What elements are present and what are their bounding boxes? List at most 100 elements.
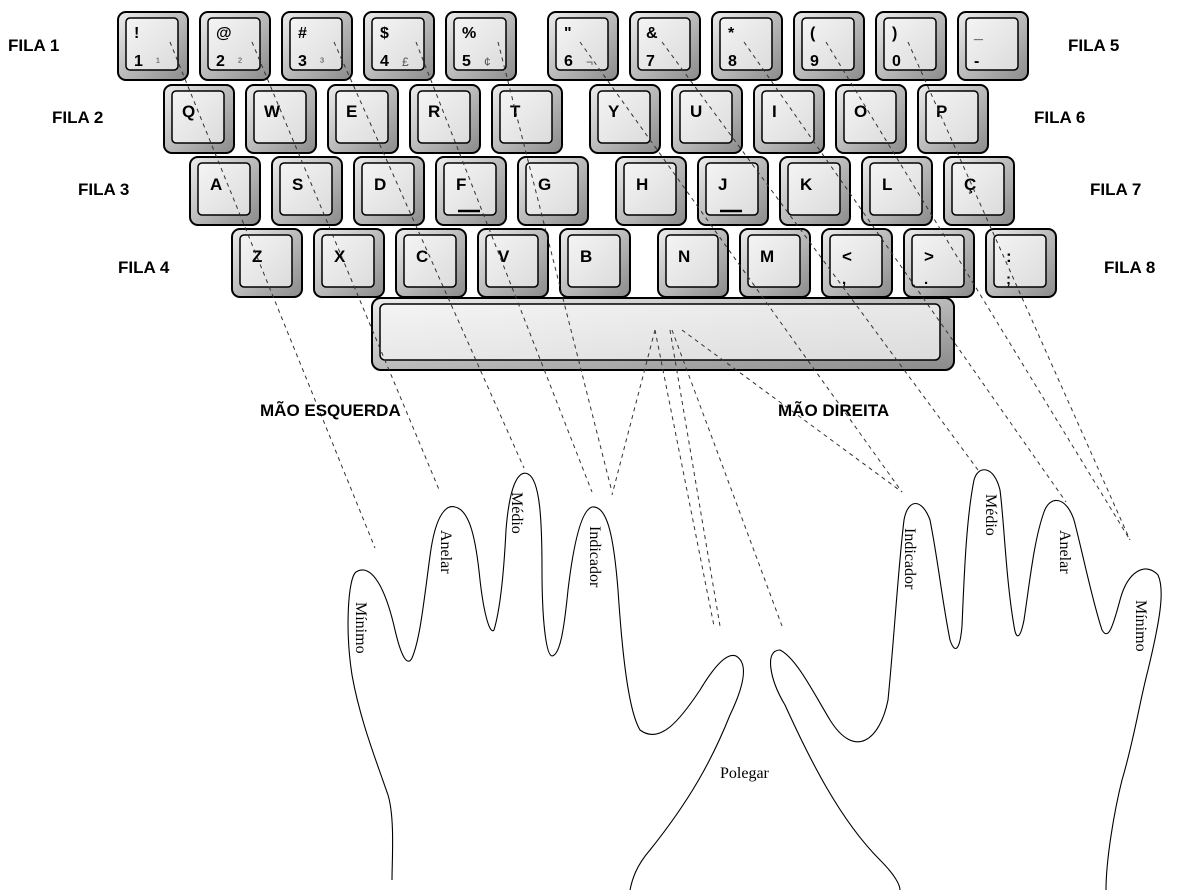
key-char: F <box>456 175 466 194</box>
finger-label-left-indicador: Indicador <box>586 526 603 588</box>
finger-guide-lines <box>169 41 1131 627</box>
guide-line-2 <box>251 41 441 493</box>
key-char: U <box>690 102 702 121</box>
key-extra-char: ³ <box>320 55 324 69</box>
key-char: G <box>538 175 551 194</box>
key-top-char: @ <box>216 25 232 42</box>
key-top-char: ( <box>810 25 816 42</box>
finger-label-right-indicador: Indicador <box>901 528 918 590</box>
key-extra-char: £ <box>402 55 409 69</box>
key-row2-10: P <box>917 84 989 154</box>
key-char: V <box>498 247 510 266</box>
key-row2-5: T <box>491 84 563 154</box>
key-char: X <box>334 247 346 266</box>
guide-line-13 <box>669 329 721 627</box>
key-row4-2: X <box>313 228 385 298</box>
row-label-4: FILA 4 <box>118 258 170 277</box>
key-sub-char: ; <box>1006 271 1011 288</box>
key-row2-2: W <box>245 84 317 154</box>
key-char: H <box>636 175 648 194</box>
key-row3-2: S <box>271 156 343 226</box>
key-sub-char: . <box>924 271 928 288</box>
key-row1-5: %5¢ <box>445 11 517 81</box>
key-top-char: & <box>646 25 658 42</box>
key-bottom-char: 3 <box>298 53 307 70</box>
key-char: P <box>936 102 947 121</box>
key-top-char: $ <box>380 25 389 42</box>
key-row3-3: D <box>353 156 425 226</box>
key-bottom-char: - <box>974 53 979 70</box>
key-top-char: _ <box>973 25 984 42</box>
finger-label-right-medio: Médio <box>982 494 999 536</box>
key-row4-4: V <box>477 228 549 298</box>
key-row3-5: G <box>517 156 589 226</box>
guide-line-5 <box>497 41 613 493</box>
key-char: N <box>678 247 690 266</box>
key-top-char: " <box>564 25 572 42</box>
key-row1-8: *8 <box>711 11 783 81</box>
row-label-7: FILA 7 <box>1090 180 1141 199</box>
key-bottom-char: 8 <box>728 53 737 70</box>
right-hand-label: MÃO DIREITA <box>778 400 889 420</box>
key-top-char: ! <box>134 25 139 42</box>
key-top-char: # <box>298 25 307 42</box>
right-hand <box>770 469 1162 891</box>
guide-line-12 <box>654 329 715 627</box>
key-top-char: ) <box>892 25 897 42</box>
guide-line-1 <box>169 41 376 549</box>
key-row1-9: (9 <box>793 11 865 81</box>
finger-label-left-medio: Médio <box>508 492 525 534</box>
finger-label-left-anelar: Anelar <box>437 530 454 574</box>
key-row4-7: M <box>739 228 811 298</box>
key-row4-1: Z <box>231 228 303 298</box>
key-row1-4: $4£ <box>363 11 435 81</box>
guide-line-10 <box>907 41 1131 541</box>
key-char: L <box>882 175 892 194</box>
key-char: E <box>346 102 357 121</box>
key-char: Q <box>182 102 195 121</box>
key-char: : <box>1006 247 1012 266</box>
key-row2-4: R <box>409 84 481 154</box>
key-char: B <box>580 247 592 266</box>
key-char: S <box>292 175 303 194</box>
key-bottom-char: 1 <box>134 53 143 70</box>
key-bottom-char: 6 <box>564 53 573 70</box>
key-row3-4: F <box>435 156 507 226</box>
key-row4-3: C <box>395 228 467 298</box>
key-row3-8: K <box>779 156 851 226</box>
key-extra-char: ¬ <box>586 55 593 69</box>
key-char: D <box>374 175 386 194</box>
guide-line-15 <box>681 329 903 493</box>
guide-line-9 <box>825 41 1131 541</box>
key-row2-7: U <box>671 84 743 154</box>
key-row4-6: N <box>657 228 729 298</box>
key-char: J <box>718 175 727 194</box>
finger-label-left-minimo: Mínimo <box>352 602 369 654</box>
row-label-3: FILA 3 <box>78 180 129 199</box>
key-bottom-char: 7 <box>646 53 655 70</box>
key-char: Y <box>608 102 620 121</box>
key-row3-7: J <box>697 156 769 226</box>
finger-label-right-minimo: Mínimo <box>1132 600 1149 652</box>
key-row1-11: _- <box>957 11 1029 81</box>
key-char: T <box>510 102 521 121</box>
guide-line-14 <box>671 329 783 627</box>
key-sub-char: , <box>842 271 846 288</box>
key-top-char: % <box>462 25 476 42</box>
row-label-5: FILA 5 <box>1068 36 1119 55</box>
key-row4-10: :; <box>985 228 1057 298</box>
key-bottom-char: 9 <box>810 53 819 70</box>
key-top-char: * <box>728 25 735 42</box>
key-row4-5: B <box>559 228 631 298</box>
key-extra-char: ¹ <box>156 55 160 69</box>
key-extra-char: ² <box>238 55 242 69</box>
key-row3-9: L <box>861 156 933 226</box>
key-char: K <box>800 175 813 194</box>
row-label-8: FILA 8 <box>1104 258 1155 277</box>
key-row4-9: >. <box>903 228 975 298</box>
key-char: Z <box>252 247 262 266</box>
